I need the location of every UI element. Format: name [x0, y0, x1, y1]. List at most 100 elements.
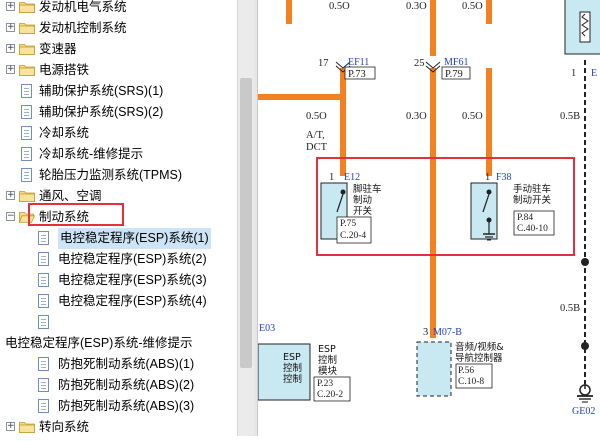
wire-label: 0.5O	[462, 111, 483, 122]
component-page-ref: P.84	[517, 213, 533, 223]
tree-item[interactable]: 电控稳定程序(ESP)系统(1)	[0, 228, 237, 249]
tree-item[interactable]: 防抱死制动系统(ABS)(1)	[0, 354, 237, 375]
folder-icon	[19, 23, 35, 34]
highlight-box	[28, 203, 124, 226]
document-icon	[38, 294, 49, 308]
tree-item[interactable]: 电控稳定程序(ESP)系统(4)	[0, 291, 237, 312]
expand-toggle[interactable]: +	[6, 22, 15, 32]
connector-id: EF11	[348, 57, 369, 68]
tree-item[interactable]: + 电源搭铁	[0, 60, 237, 81]
nav-controller	[416, 341, 493, 397]
component-name: 控制	[283, 362, 302, 374]
navigation-tree: +发动机电气系统+发动机控制系统+变速器+电源搭铁辅助保护系统(SRS)(1)辅…	[0, 0, 237, 436]
tree-item[interactable]: 电控稳定程序(ESP)系统-维修提示	[0, 333, 237, 354]
tree-item[interactable]: 电控稳定程序(ESP)系统(2)	[0, 249, 237, 270]
wires	[258, 0, 586, 384]
connector-id: MF61	[444, 57, 468, 68]
document-icon	[38, 357, 49, 371]
tree-item-label: 防抱死制动系统(ABS)(2)	[58, 378, 195, 392]
folder-open-icon	[19, 212, 35, 223]
tree-item[interactable]: 电控稳定程序(ESP)系统(3)	[0, 270, 237, 291]
document-icon	[38, 315, 49, 329]
component-name: ESP	[283, 352, 301, 363]
expand-toggle[interactable]: +	[6, 64, 15, 74]
tree-item[interactable]	[0, 312, 237, 333]
tree-item-label: 电源搭铁	[39, 63, 90, 77]
wire-label: 0.5B	[560, 303, 580, 314]
component-name: 制动开关	[513, 194, 552, 206]
wire-label: 0.5O	[306, 111, 327, 122]
tree-item[interactable]: 轮胎压力监测系统(TPMS)	[0, 165, 237, 186]
connector-pin: 1	[571, 68, 576, 79]
connector-id: E	[591, 68, 597, 79]
tree-item[interactable]: + 发动机控制系统	[0, 18, 237, 39]
wiring-diagram: 0.5O 0.3O 0.5O 17 25 P.73 P.79 0.5O 0.3O…	[257, 0, 600, 436]
component-name: 开关	[353, 205, 373, 217]
tree-item[interactable]: 辅助保护系统(SRS)(1)	[0, 81, 237, 102]
tree-item-label: 电控稳定程序(ESP)系统(4)	[58, 294, 207, 308]
tree-item-label: 防抱死制动系统(ABS)(3)	[58, 399, 195, 413]
expand-toggle[interactable]: +	[6, 43, 15, 53]
tree-item[interactable]: 辅助保护系统(SRS)(2)	[0, 102, 237, 123]
fuse-ef11	[335, 61, 376, 80]
tree-item[interactable]: +变速器	[0, 39, 237, 60]
tree-item[interactable]: +通风、空调	[0, 186, 237, 207]
top-right-component	[564, 0, 600, 55]
expand-toggle[interactable]: +	[6, 421, 15, 431]
component-ref: C.20-2	[317, 390, 343, 400]
tree-item[interactable]: +转向系统	[0, 417, 237, 436]
document-icon	[38, 378, 49, 392]
component-ref: C.10-8	[458, 377, 484, 387]
switch-highlight-frame	[316, 157, 575, 256]
component-name: 导航控制器	[455, 352, 503, 364]
fuse-page-ref: P.73	[348, 69, 366, 80]
tree-item-label: 辅助保护系统(SRS)(2)	[39, 105, 164, 119]
component-name: 控制	[283, 373, 302, 385]
connector-id: F38	[496, 172, 512, 183]
switch-f38	[470, 182, 555, 241]
document-icon	[38, 273, 49, 287]
component-name: ESP	[318, 344, 336, 355]
expand-toggle[interactable]: +	[6, 1, 15, 11]
document-icon	[21, 168, 32, 182]
component-name: 控制	[318, 354, 337, 366]
tree-item-label: 发动机控制系统	[39, 21, 127, 35]
tree-item[interactable]: −制动系统	[0, 207, 237, 228]
component-page-ref: P.23	[317, 379, 333, 389]
connector-id: E03	[259, 323, 275, 334]
connector-id: E12	[344, 172, 360, 183]
folder-icon	[19, 2, 35, 13]
folder-icon	[19, 422, 35, 433]
tree-item-label: 电控稳定程序(ESP)系统(3)	[58, 273, 207, 287]
component-name: 脚驻车	[353, 183, 382, 195]
component-name: 手动驻车	[513, 183, 551, 195]
tree-item[interactable]: 防抱死制动系统(ABS)(2)	[0, 375, 237, 396]
component-name: 模块	[318, 365, 338, 377]
tree-item-label: 电控稳定程序(ESP)系统(1)	[58, 228, 211, 249]
switch-e12	[320, 182, 372, 244]
component-page-ref: P.75	[340, 219, 356, 229]
tree-item-label: 辅助保护系统(SRS)(1)	[39, 84, 164, 98]
expand-toggle[interactable]: +	[6, 190, 15, 200]
document-icon	[21, 126, 32, 140]
wire-label: 0.5O	[329, 1, 350, 12]
document-icon	[21, 105, 32, 119]
folder-icon	[19, 191, 35, 202]
fuse-page-ref: P.79	[445, 69, 463, 80]
tree-item[interactable]: 冷却系统-维修提示	[0, 144, 237, 165]
esp-module	[257, 343, 351, 402]
connector-pin: 3	[423, 327, 428, 338]
wire-label: 0.5O	[462, 1, 483, 12]
scroll-thumb[interactable]	[240, 78, 252, 368]
tree-item[interactable]: 防抱死制动系统(ABS)(3)	[0, 396, 237, 417]
component-name: 音频/视频&	[455, 341, 504, 353]
tree-item[interactable]: +发动机电气系统	[0, 0, 237, 18]
tree-item-label: 电控稳定程序(ESP)系统(2)	[58, 252, 207, 266]
tree-scrollbar[interactable]	[237, 0, 254, 436]
document-icon	[38, 252, 49, 266]
wire-label: 0.3O	[406, 1, 427, 12]
tree-item-label: 电控稳定程序(ESP)系统-维修提示	[5, 336, 193, 350]
tree-item[interactable]: 冷却系统	[0, 123, 237, 144]
collapse-toggle[interactable]: −	[6, 211, 15, 221]
pane-splitter[interactable]	[254, 0, 258, 436]
